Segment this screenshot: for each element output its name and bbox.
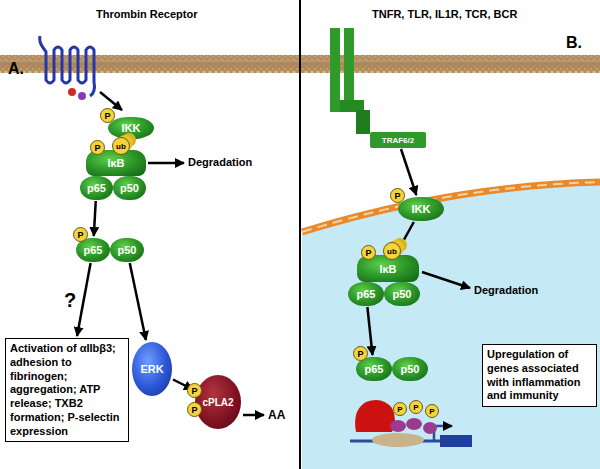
node-text: P — [365, 248, 371, 258]
degradation-arrow — [148, 162, 184, 165]
label: B. — [566, 34, 582, 52]
phospho-tag: P — [100, 108, 115, 123]
node-text: p65 — [84, 244, 103, 256]
node-text: TRAF6/2 — [382, 136, 414, 145]
label: AA — [268, 408, 285, 422]
panel-divider — [299, 0, 301, 469]
thrombin-receptor — [40, 36, 95, 96]
tnf-receptor — [356, 110, 370, 134]
node-text: ERK — [140, 363, 163, 375]
node-text: P — [104, 111, 110, 121]
arrow — [367, 307, 372, 355]
phospho-tag: P — [390, 188, 405, 203]
outcome-box: Upregulation of genes associated with in… — [482, 344, 597, 407]
arrow — [77, 263, 91, 336]
nuclear-envelope-pores — [302, 182, 600, 232]
node-text: p65 — [365, 363, 384, 375]
arrow — [401, 149, 416, 195]
receptor-tail — [68, 88, 76, 96]
phospho-tag: P — [393, 402, 407, 416]
node-text: IκB — [379, 263, 396, 275]
kinase: IKKP — [108, 117, 154, 139]
adaptor: TRAF6/2 — [370, 132, 426, 148]
node-text: IKK — [122, 122, 141, 134]
node-text: IκB — [107, 157, 124, 169]
phospho-tag: P — [361, 245, 376, 260]
node-text: P — [191, 386, 197, 396]
node-text: p65 — [357, 288, 376, 300]
node-text: p50 — [401, 363, 420, 375]
node-text: ub — [387, 247, 397, 256]
gene — [440, 435, 472, 447]
subunit: p50 — [384, 282, 420, 306]
label: Degradation — [474, 284, 538, 296]
degradation-arrow — [422, 272, 470, 288]
node-text: Upregulation of genes associated with in… — [487, 348, 581, 401]
label: Degradation — [188, 156, 252, 168]
transcription-factor — [390, 420, 406, 432]
kinase: IKKP — [398, 197, 444, 221]
phospho-tag: P — [90, 140, 105, 155]
subunit: p50 — [110, 238, 144, 262]
node-text: cPLA2 — [202, 397, 233, 408]
node-text: P — [394, 191, 400, 201]
node-text: p65 — [87, 182, 106, 194]
subunit: p65P — [76, 238, 110, 262]
phospho-tag: P — [353, 346, 368, 361]
edge-label: ? — [63, 290, 77, 310]
tnf-receptor — [330, 28, 340, 112]
node-text: P — [94, 143, 100, 153]
phospho-tag: P — [409, 400, 423, 414]
outcome-box: Activation of αIIbβ3; adhesion to fibrin… — [5, 338, 129, 442]
label: A. — [8, 60, 24, 78]
arrow — [130, 263, 146, 340]
inhibitor: IκBPub — [86, 150, 146, 176]
node-text: p50 — [393, 288, 412, 300]
nucleosome — [372, 433, 424, 447]
phospho-tag: P — [187, 402, 202, 417]
product-arrow — [243, 414, 264, 417]
tnf-receptor — [344, 28, 354, 104]
node-text: P — [191, 405, 197, 415]
subunit: p50 — [392, 357, 428, 381]
receptor-tail — [78, 92, 86, 100]
node-text: P — [77, 230, 83, 240]
label: Thrombin Receptor — [96, 8, 197, 20]
enzyme: cPLA2PP — [195, 375, 241, 429]
phospho-tag: P — [73, 227, 88, 242]
node-text: ub — [116, 142, 126, 151]
node-text: p50 — [120, 182, 139, 194]
subunit: p65 — [348, 282, 384, 306]
subunit: p65 — [80, 176, 113, 200]
subunit: p50 — [113, 176, 146, 200]
activation-arrow — [100, 92, 122, 110]
inhibitor: IκBPub — [357, 255, 419, 282]
node-text: p50 — [118, 244, 137, 256]
transcription-factor — [423, 422, 437, 434]
phospho-tag: P — [425, 404, 439, 418]
polymerase — [355, 400, 395, 432]
node-text: IKK — [412, 203, 431, 215]
nuclear-envelope — [302, 182, 600, 232]
kinase: ERK — [132, 342, 172, 396]
node-text: P — [357, 349, 363, 359]
label: TNFR, TLR, IL1R, TCR, BCR — [372, 8, 517, 20]
transcription-factor — [406, 418, 422, 430]
nucleus — [302, 182, 600, 469]
ubiquitin-tag: ub — [112, 137, 130, 155]
subunit: p65P — [356, 357, 392, 381]
phospho-tag: P — [187, 383, 202, 398]
node-text: Activation of αIIbβ3; adhesion to fibrin… — [10, 342, 119, 437]
ubiquitin-tag: ub — [383, 242, 401, 260]
arrow — [94, 201, 96, 236]
